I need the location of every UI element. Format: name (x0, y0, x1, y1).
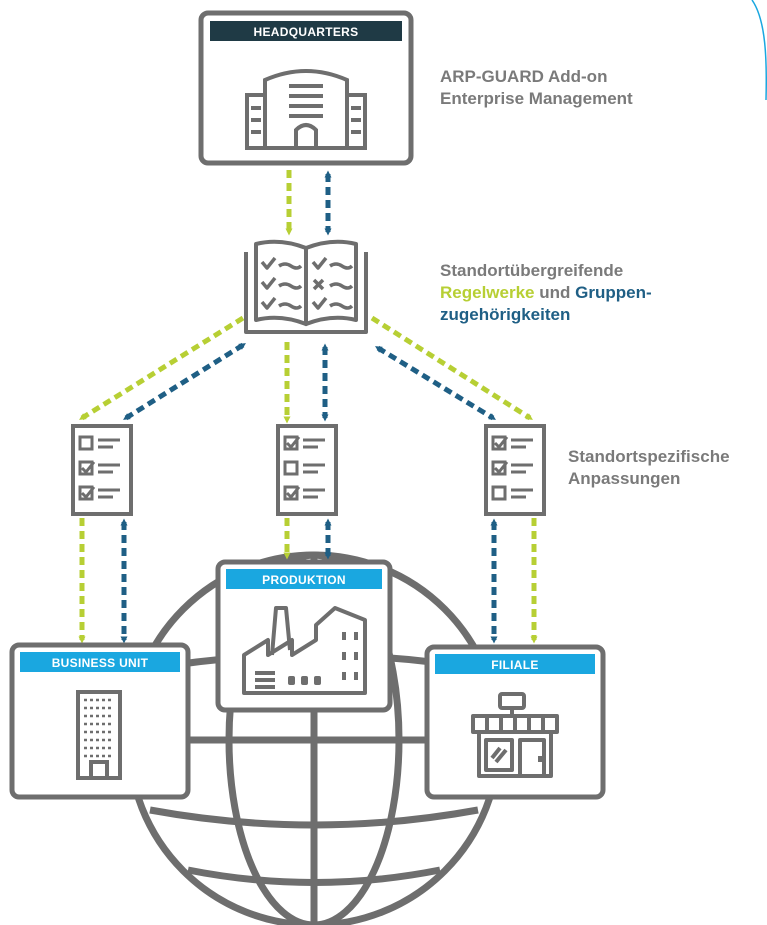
regelwerke-text: Regelwerke (440, 283, 535, 302)
checklist-icon (484, 424, 546, 516)
rules-label-line1: Standortübergreifende (440, 261, 624, 280)
und-text: und (539, 283, 571, 302)
arrows-book-checklists (79, 315, 533, 424)
office-building-icon (245, 69, 367, 150)
filiale-box: FILIALE (424, 644, 606, 800)
headquarters-box: HEADQUARTERS (198, 10, 414, 166)
checklist-icon (71, 424, 133, 516)
enterprise-label: ARP-GUARD Add-on Enterprise Management (440, 66, 633, 110)
rules-label-line3: zugehörigkeiten (440, 305, 571, 324)
rules-label: Standortübergreifende Regelwerke und Gru… (440, 260, 652, 326)
business-unit-box: BUSINESS UNIT (9, 642, 191, 800)
arrows-hq-book (285, 170, 332, 236)
checklist-icon (276, 424, 338, 516)
local-label-line2: Anpassungen (568, 469, 681, 488)
filiale-header-bar (435, 654, 595, 674)
skyscraper-icon (76, 690, 122, 780)
headquarters-title: HEADQUARTERS (254, 25, 359, 39)
headquarters-header-bar (210, 21, 402, 41)
gruppen-text: Gruppen- (575, 283, 652, 302)
corner-accent-curve (751, 0, 767, 101)
enterprise-label-line1: ARP-GUARD Add-on (440, 67, 608, 86)
produktion-header-bar (226, 569, 382, 589)
produktion-box: PRODUKTION (215, 559, 393, 713)
rules-label-line2: Regelwerke und Gruppen- (440, 282, 652, 304)
filiale-title: FILIALE (491, 658, 538, 672)
local-label: Standortspezifische Anpassungen (568, 446, 730, 490)
business-unit-title: BUSINESS UNIT (52, 656, 149, 670)
local-label-line1: Standortspezifische (568, 447, 730, 466)
business-unit-header-bar (20, 652, 180, 672)
shop-icon (471, 692, 559, 778)
factory-icon (242, 606, 367, 695)
arrows-checklists-sites (78, 518, 538, 644)
enterprise-label-line2: Enterprise Management (440, 89, 633, 108)
produktion-title: PRODUKTION (262, 573, 346, 587)
rulebook-icon (244, 239, 368, 334)
